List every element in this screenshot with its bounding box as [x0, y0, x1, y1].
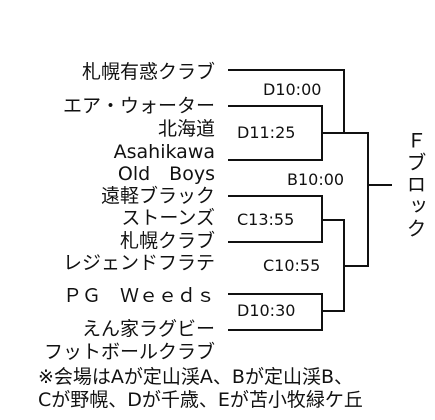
team-sapporo-yuwaku: 札幌有惑クラブ: [81, 61, 215, 83]
match-b1000: B10:00: [285, 170, 347, 190]
team-engaru-line1: 遠軽ブラック: [100, 185, 215, 207]
bracket-line-team5: [228, 220, 323, 243]
team-enya-rugby-line1: えん家ラグビー: [81, 318, 215, 340]
bracket-line-bottom-winner: [344, 185, 369, 267]
match-c1055: C10:55: [261, 256, 323, 276]
team-asahikawa-line1: Asahikawa: [113, 141, 215, 163]
team-air-water-line2: 北海道: [157, 118, 215, 140]
team-pg-weeds: ＰＧ Ｗｅｅｄｓ: [62, 285, 215, 307]
match-d1030: D10:30: [235, 301, 298, 321]
venue-note-line1: ※会場はAが定山渓A、Bが定山渓B、: [38, 366, 353, 388]
team-asahikawa-line2: Old Boys: [117, 163, 215, 185]
team-sapporo-club: 札幌クラブ: [119, 230, 215, 252]
team-engaru-line2: ストーンズ: [121, 207, 215, 229]
team-legend-frate: レジェンドフラテ: [62, 252, 215, 274]
bracket-line-top-winner: [344, 132, 369, 185]
bracket-line-team6: [228, 293, 323, 311]
match-d1000: D10:00: [261, 80, 324, 100]
venue-note-line2: Cが野幌、Dが千歳、Eが苫小牧緑ケ丘: [38, 389, 363, 411]
bracket-line-team3: [228, 133, 323, 161]
team-enya-rugby-line2: フットボールクラブ: [43, 341, 215, 363]
bracket-line-team7: [228, 311, 323, 331]
team-air-water-line1: エア・ウォーター: [62, 95, 215, 117]
match-d1125: D11:25: [235, 123, 298, 143]
match-c1355: C13:55: [235, 210, 297, 230]
bracket-line-team4: [228, 195, 323, 220]
block-name: Ｆブロック: [403, 130, 427, 240]
bracket-line-team2: [228, 105, 323, 133]
bracket-line-d1030-winner: [322, 266, 345, 312]
bracket-line-team1: [228, 69, 345, 133]
bracket-line-c1355-winner: [322, 219, 345, 266]
